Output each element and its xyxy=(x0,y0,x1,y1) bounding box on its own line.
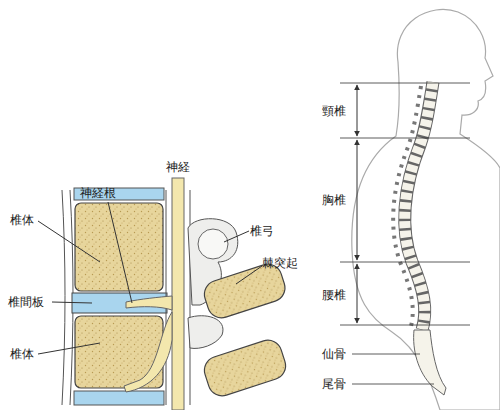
cross-section xyxy=(38,178,289,410)
part-label: 尾骨 xyxy=(322,377,346,391)
part-label: 椎弓 xyxy=(250,224,274,238)
part-label: 椎体 xyxy=(10,347,34,361)
part-label: 頸椎 xyxy=(322,104,346,118)
part-label: 椎間板 xyxy=(8,295,44,309)
body-silhouette xyxy=(340,9,500,410)
part-label: 神経 xyxy=(166,160,190,174)
part-label: 胸椎 xyxy=(322,193,346,207)
part-label: 仙骨 xyxy=(322,347,346,361)
part-label: 神経根 xyxy=(80,186,116,200)
part-label: 椎体 xyxy=(10,213,34,227)
part-label: 棘突起 xyxy=(262,256,298,270)
part-label: 腰椎 xyxy=(322,288,346,302)
